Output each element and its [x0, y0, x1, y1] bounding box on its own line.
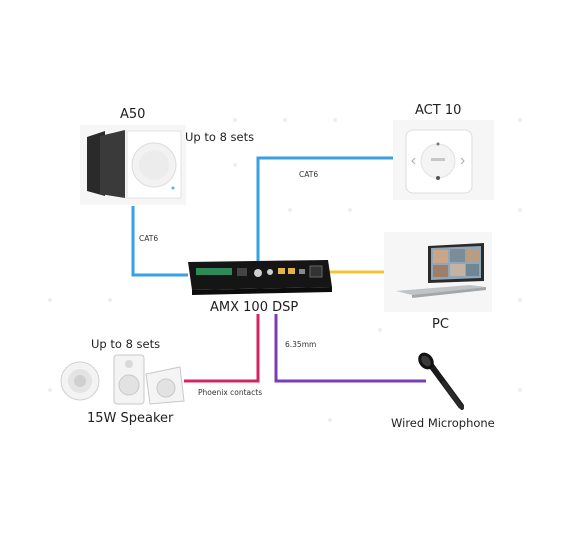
act10-title: ACT 10: [415, 103, 462, 118]
watermark-pattern: [48, 118, 522, 422]
act10-cable-label: CAT6: [299, 170, 319, 179]
a50-title: A50: [120, 107, 146, 122]
amx100-dsp-image: [188, 260, 332, 295]
speaker-title: 15W Speaker: [87, 411, 174, 426]
speaker-cable-label: Phoenix contacts: [198, 388, 263, 397]
mic-cable-label: 6.35mm: [285, 340, 317, 349]
mic-line: [274, 314, 426, 383]
amx100-title: AMX 100 DSP: [210, 300, 299, 315]
speaker-image: [60, 354, 185, 405]
act10-cat6-line: [256, 156, 408, 262]
a50-device-image: [80, 125, 186, 205]
speaker-line: [184, 314, 260, 383]
a50-cable-label: CAT6: [139, 234, 159, 243]
pc-laptop-image: [384, 232, 492, 312]
microphone-title: Wired Microphone: [391, 416, 495, 430]
pc-title: PC: [432, 317, 449, 332]
speaker-quantity-note: Up to 8 sets: [91, 337, 161, 351]
act10-device-image: [393, 120, 494, 200]
a50-cat6-line: [131, 206, 188, 277]
a50-quantity-note: Up to 8 sets: [185, 130, 255, 144]
microphone-image: [418, 352, 464, 410]
